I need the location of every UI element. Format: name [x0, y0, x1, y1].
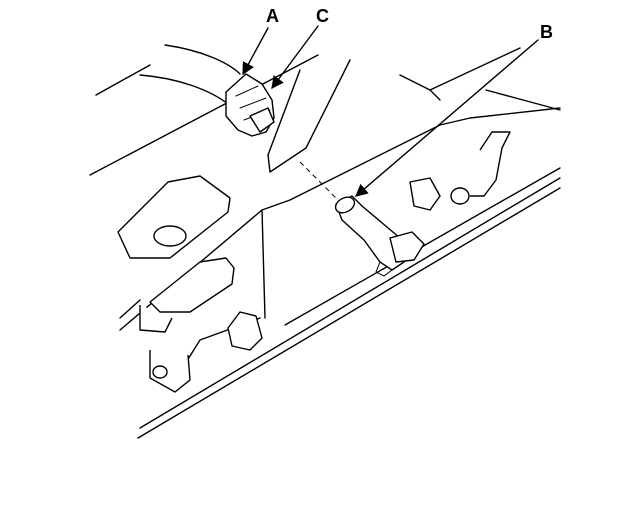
lower-bosses	[139, 131, 511, 393]
alignment-line	[299, 161, 339, 201]
callout-B: B	[540, 22, 553, 42]
quick-connector	[225, 73, 275, 137]
callout-leaders	[242, 25, 539, 197]
hose	[139, 44, 241, 105]
pipe-fitting	[334, 195, 425, 277]
mounting-pad	[117, 175, 231, 259]
callout-A: A	[266, 6, 279, 26]
callout-C: C	[316, 6, 329, 26]
